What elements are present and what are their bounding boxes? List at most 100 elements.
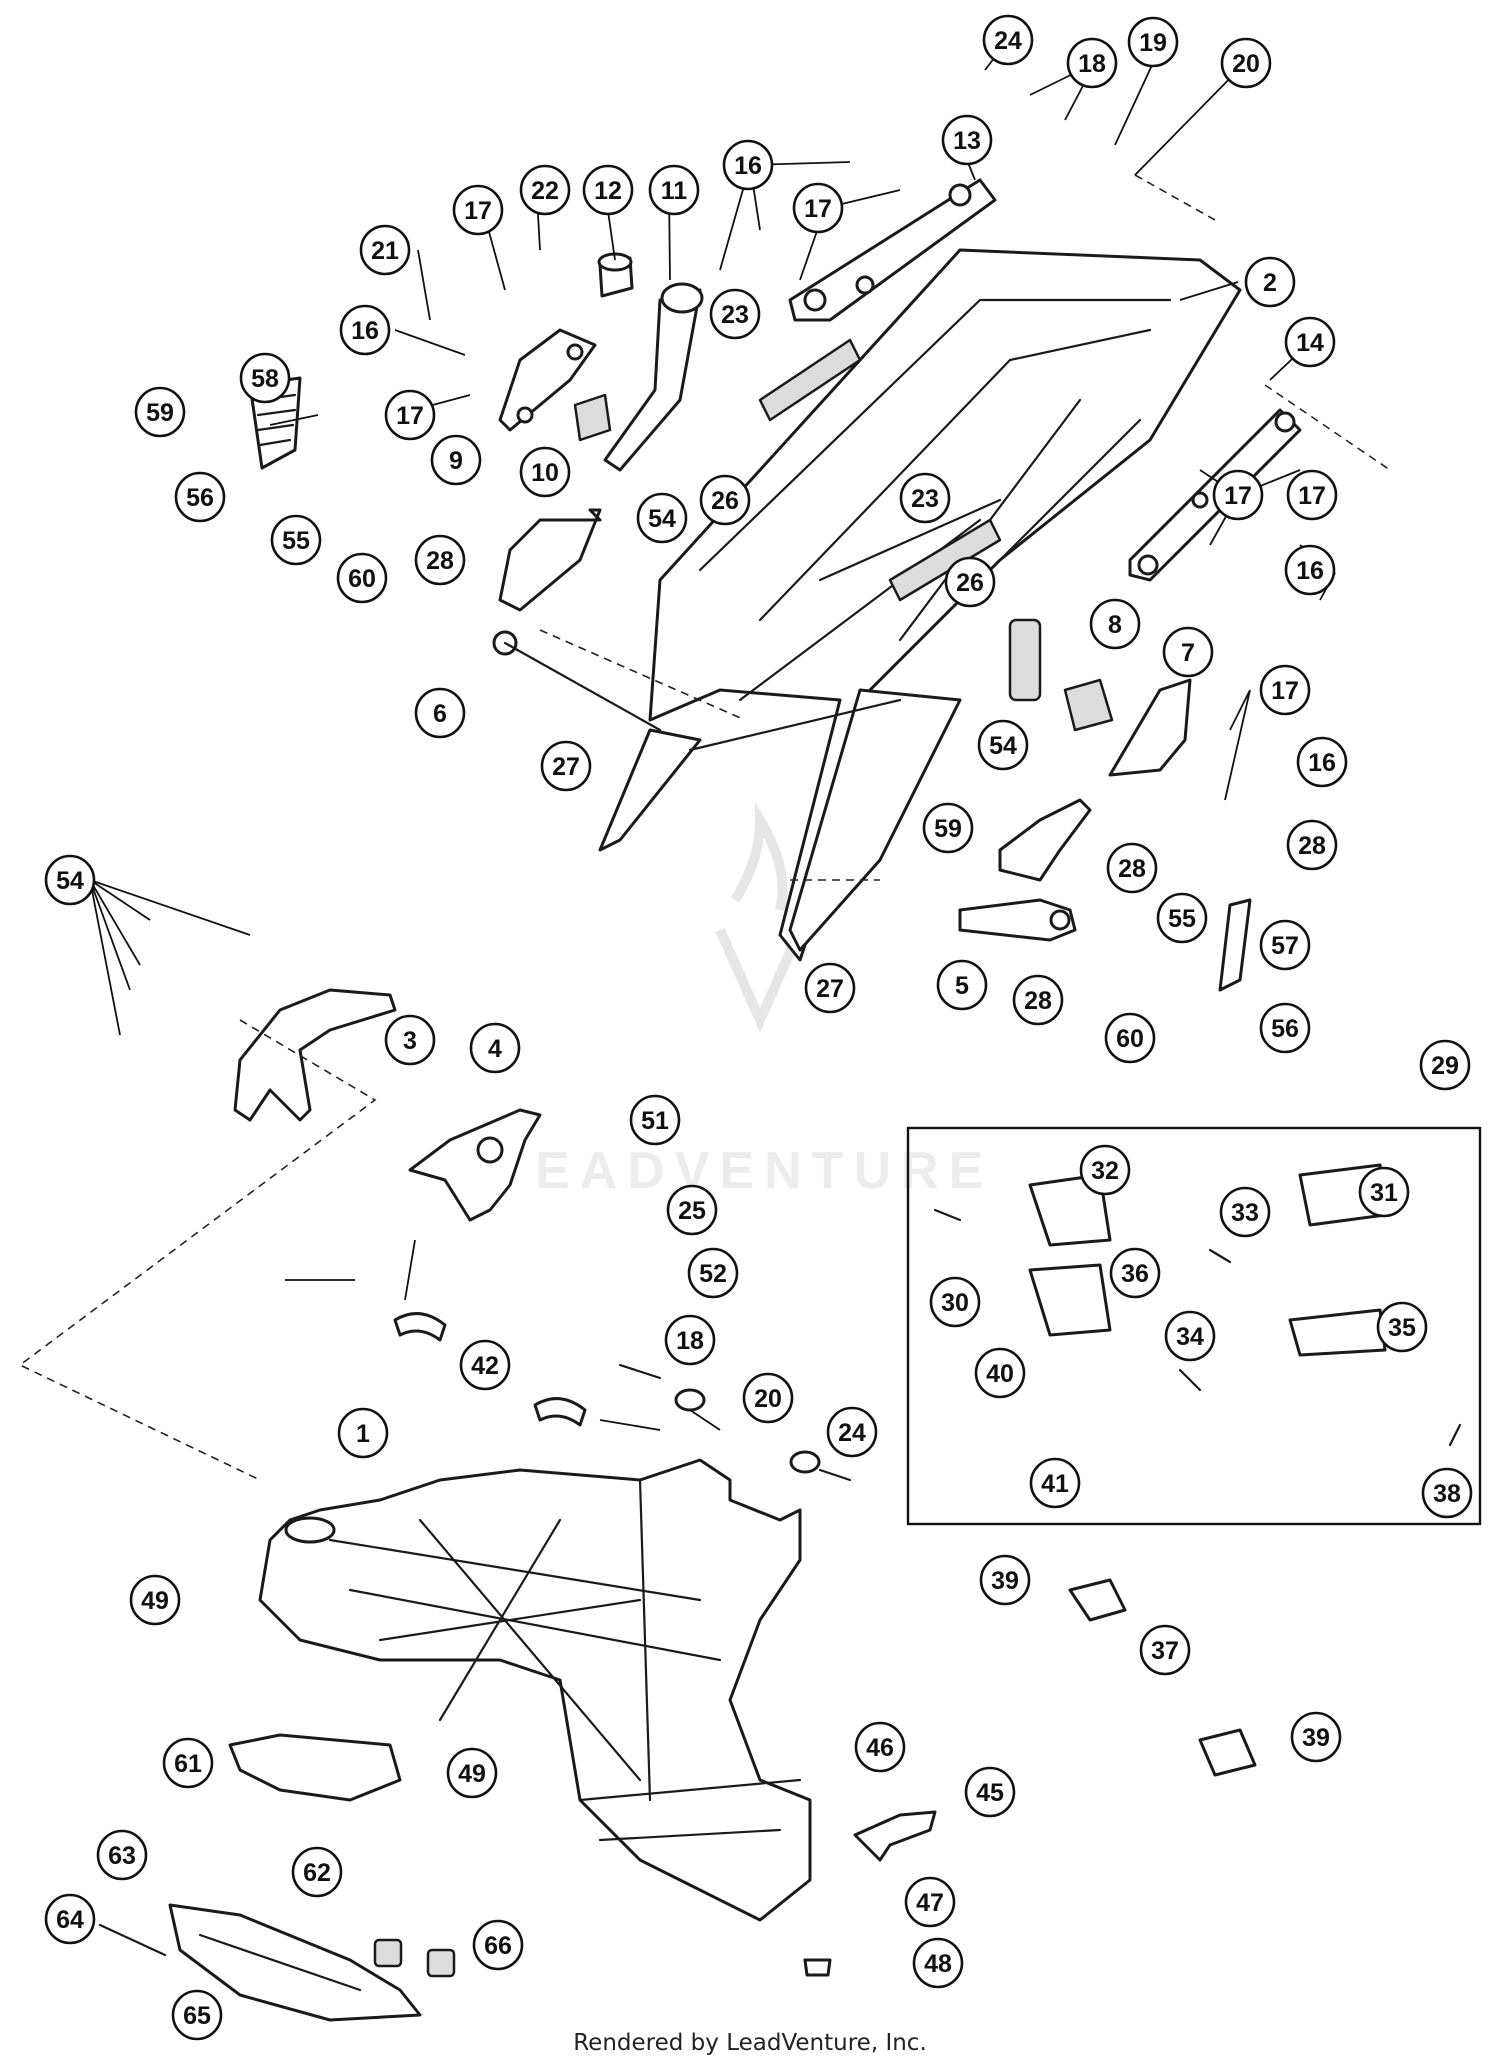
callout-bubble	[964, 1766, 1016, 1818]
callout-number: 9	[449, 447, 463, 475]
callout-number: 37	[1151, 1637, 1179, 1665]
callout-bubble	[414, 687, 466, 739]
callout-number: 16	[734, 152, 762, 180]
callout-bubble	[1139, 1624, 1191, 1676]
callout-23: 23	[709, 288, 761, 340]
callout-17: 17	[792, 182, 844, 234]
callout-25: 25	[666, 1184, 718, 1236]
bolt-set-lower-drawing	[618, 1363, 852, 1482]
callout-28: 28	[1106, 842, 1158, 894]
callout-bubble	[414, 534, 466, 586]
callout-number: 39	[1302, 1724, 1330, 1752]
block-8-drawing	[1063, 678, 1114, 732]
callout-bubble	[519, 446, 571, 498]
callout-bubble	[1012, 974, 1064, 1026]
callout-number: 31	[1370, 1179, 1398, 1207]
bracket-5-drawing	[958, 798, 1092, 942]
callout-bubble	[129, 1574, 181, 1626]
callout-number: 42	[471, 1352, 499, 1380]
callout-number: 28	[1118, 855, 1146, 883]
callout-26: 26	[699, 474, 751, 526]
guide-lines	[18, 174, 1391, 1481]
rubber-strip-drawing	[758, 338, 1002, 602]
callout-bubble	[1127, 16, 1179, 68]
callout-bubble	[648, 164, 700, 216]
callout-16: 16	[1296, 736, 1348, 788]
callout-number: 57	[1271, 932, 1299, 960]
callout-bubble	[1219, 1186, 1271, 1238]
block-10-drawing	[573, 393, 612, 442]
side-rail-left-drawing	[788, 178, 997, 322]
callout-number: 17	[1298, 482, 1326, 510]
callout-bubble	[982, 14, 1034, 66]
callout-32: 32	[1079, 1144, 1131, 1196]
callout-bubble	[929, 1276, 981, 1328]
callout-1: 1	[337, 1407, 389, 1459]
callout-56: 56	[1259, 1002, 1311, 1054]
callout-bubble	[1109, 1247, 1161, 1299]
callout-48: 48	[912, 1937, 964, 1989]
callout-28: 28	[1012, 974, 1064, 1026]
callout-27: 27	[540, 740, 592, 792]
callout-bubble	[636, 492, 688, 544]
callout-59: 59	[134, 386, 186, 438]
callout-54: 54	[44, 854, 96, 906]
callout-number: 48	[924, 1950, 952, 1978]
callout-number: 26	[956, 569, 984, 597]
callout-bubble	[459, 1339, 511, 1391]
callout-bubble	[722, 139, 774, 191]
callout-14: 14	[1284, 316, 1336, 368]
cover-7-drawing	[1108, 678, 1192, 777]
callout-bubble	[1286, 469, 1338, 521]
callout-bubble	[826, 1406, 878, 1458]
callout-bubble	[1244, 256, 1296, 308]
callout-bubble	[854, 1721, 906, 1773]
callout-number: 23	[911, 485, 939, 513]
callout-bubble	[96, 1829, 148, 1881]
callout-number: 13	[953, 127, 981, 155]
callout-number: 16	[1296, 557, 1324, 585]
callout-bubble	[430, 434, 482, 486]
callout-bubble	[1284, 544, 1336, 596]
callout-bubble	[291, 1846, 343, 1898]
callout-bubble	[162, 1737, 214, 1789]
callout-bubble	[384, 389, 436, 441]
callout-bubble	[1286, 819, 1338, 871]
callout-bubble	[1156, 892, 1208, 944]
callout-number: 12	[594, 177, 622, 205]
callout-20: 20	[742, 1372, 794, 1424]
bracket-4-drawing	[408, 1108, 542, 1222]
callout-bubble	[1358, 1166, 1410, 1218]
skid-plate-63-drawing	[168, 1903, 422, 2022]
callout-bubble	[742, 1372, 794, 1424]
callout-number: 61	[174, 1750, 202, 1778]
callout-23: 23	[899, 472, 951, 524]
callout-bubble	[912, 1937, 964, 1989]
callout-27: 27	[804, 962, 856, 1014]
callout-24: 24	[826, 1406, 878, 1458]
callout-number: 54	[989, 732, 1017, 760]
callout-bubble	[171, 1989, 223, 2041]
callout-number: 2	[1263, 269, 1277, 297]
callout-41: 41	[1029, 1457, 1081, 1509]
callout-3: 3	[384, 1014, 436, 1066]
mount-37-drawing	[1068, 1578, 1257, 1777]
chain-guide-45-drawing	[853, 1810, 937, 1862]
callout-number: 56	[1271, 1015, 1299, 1043]
callout-61: 61	[162, 1737, 214, 1789]
callout-18: 18	[664, 1314, 716, 1366]
callout-6: 6	[414, 687, 466, 739]
watermark-logo: EADVENTURE	[535, 801, 983, 1200]
callout-54: 54	[977, 719, 1029, 771]
callout-bubble	[1106, 842, 1158, 894]
callout-63: 63	[96, 1829, 148, 1881]
callout-bubble	[709, 288, 761, 340]
callout-number: 16	[1308, 749, 1336, 777]
callout-bubble	[804, 962, 856, 1014]
callout-bubble	[899, 472, 951, 524]
callout-bubble	[699, 474, 751, 526]
callout-number: 65	[183, 2002, 211, 2030]
callout-number: 18	[676, 1327, 704, 1355]
callout-55: 55	[1156, 892, 1208, 944]
